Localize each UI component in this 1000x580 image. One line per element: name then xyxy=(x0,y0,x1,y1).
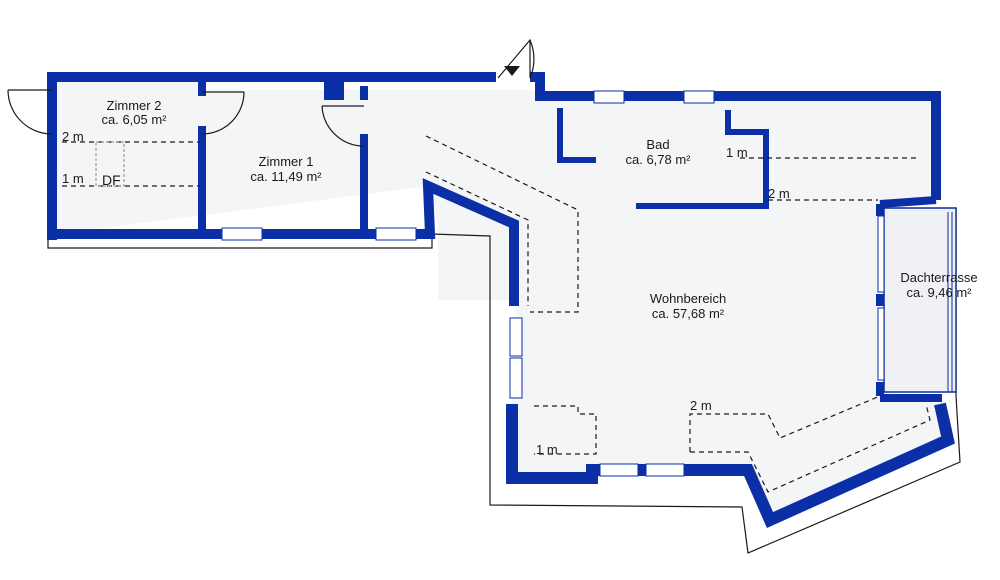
room-wohnbereich: Wohnbereich ca. 57,68 m² xyxy=(650,291,726,321)
skylight-label: DF xyxy=(102,172,121,188)
room-name: Zimmer 2 xyxy=(107,98,162,113)
height-marker: 1 m xyxy=(536,442,558,457)
room-area: ca. 6,05 m² xyxy=(101,112,167,127)
room-zimmer-1: Zimmer 1 ca. 11,49 m² xyxy=(250,154,322,184)
room-bad: Bad ca. 6,78 m² xyxy=(625,137,691,167)
room-area: ca. 6,78 m² xyxy=(625,152,691,167)
room-dachterrasse: Dachterrasse ca. 9,46 m² xyxy=(900,270,977,300)
entrance-arrow-icon xyxy=(504,66,520,76)
room-name: Bad xyxy=(646,137,669,152)
windows xyxy=(221,90,885,477)
walls xyxy=(47,72,955,528)
slope-lines xyxy=(62,135,931,493)
room-area: ca. 57,68 m² xyxy=(652,306,725,321)
height-marker: 1 m xyxy=(726,145,748,160)
height-marker: 2 m xyxy=(690,398,712,413)
apartment-floor xyxy=(56,82,948,522)
room-name: Wohnbereich xyxy=(650,291,726,306)
doors xyxy=(7,38,535,147)
room-area: ca. 11,49 m² xyxy=(250,169,322,184)
room-zimmer-2: Zimmer 2 ca. 6,05 m² xyxy=(101,98,167,127)
height-marker: 2 m xyxy=(768,186,790,201)
outer-outline xyxy=(47,233,961,554)
wall-stub xyxy=(324,82,344,100)
height-marker: 2 m xyxy=(62,129,84,144)
room-area: ca. 9,46 m² xyxy=(906,285,972,300)
terrace-floor xyxy=(883,207,957,393)
room-name: Zimmer 1 xyxy=(259,154,314,169)
height-marker: 1 m xyxy=(62,171,84,186)
skylight-icon xyxy=(95,141,125,187)
room-name: Dachterrasse xyxy=(900,270,977,285)
